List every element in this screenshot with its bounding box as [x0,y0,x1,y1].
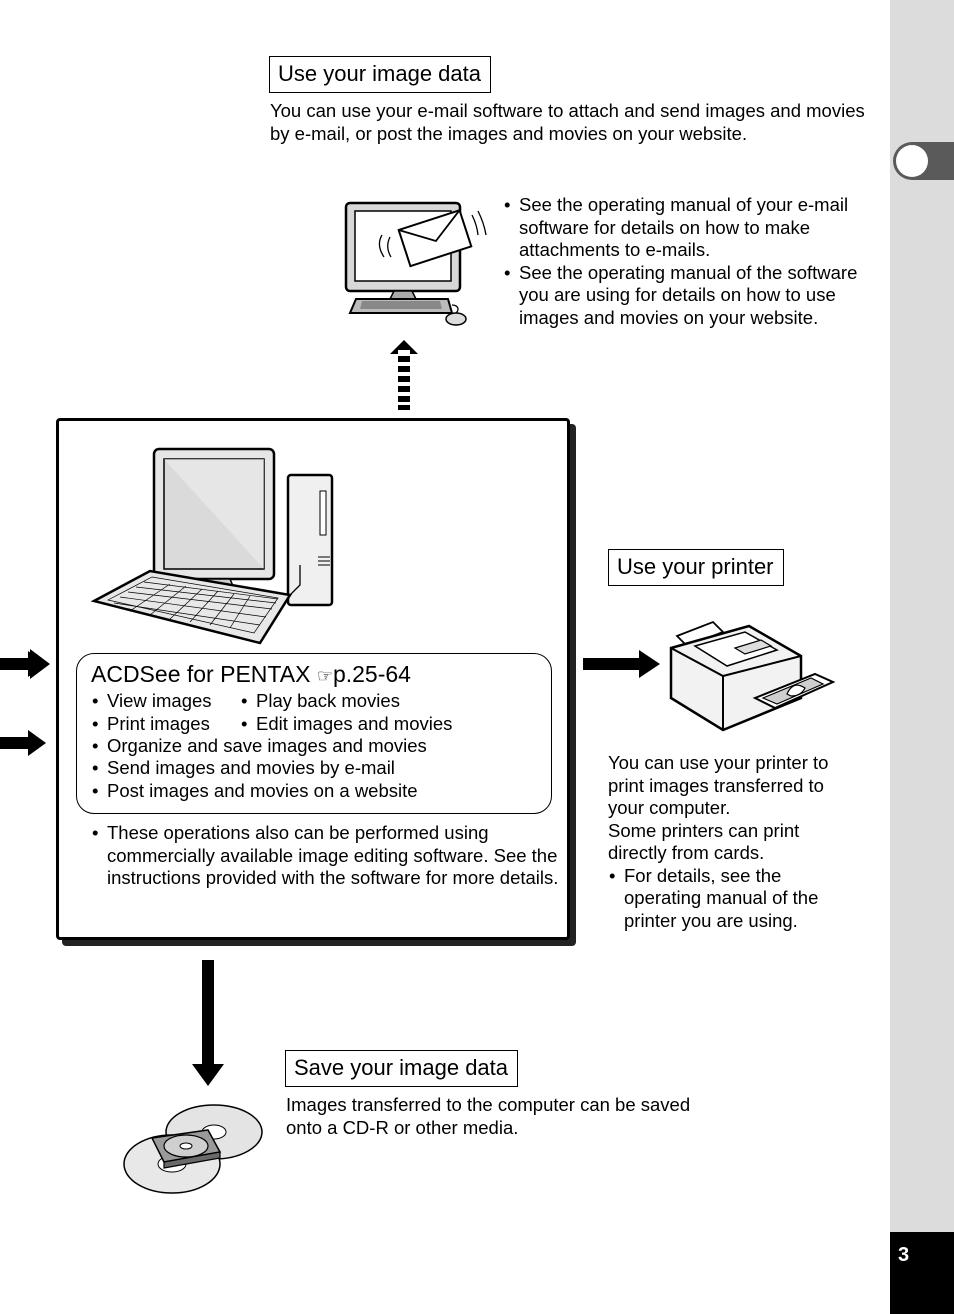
feature-item: Organize and save images and movies [91,735,427,758]
printer-note-item: For details, see the operating manual of… [608,865,858,933]
save-section-heading: Save your image data [285,1050,519,1087]
printer-illustration [669,620,836,732]
printer-description: You can use your printer to print images… [608,752,858,932]
printer-description-2: Some printers can print directly from ca… [608,819,800,864]
incoming-arrow-icon [0,649,50,679]
acdsee-feature-box [76,653,552,814]
chapter-marker [893,142,954,180]
software-title: ACDSee for PENTAX [91,661,311,687]
email-section-description: You can use your e-mail software to atta… [270,100,865,144]
feature-item: Send images and movies by e-mail [91,757,395,780]
save-section-description: Images transferred to the computer can b… [286,1094,691,1138]
acdsee-title: ACDSee for PENTAX ☞p.25-64 [91,661,411,688]
email-note-item: See the operating manual of your e-mail … [503,194,873,262]
incoming-arrow-icon [0,730,46,756]
printer-section-heading: Use your printer [608,549,784,586]
chapter-side-tab [890,0,954,1314]
page-number: 3 [890,1232,954,1314]
software-note: These operations also can be performed u… [91,822,561,890]
feature-item: Play back movies [240,690,400,713]
page-reference: p.25-64 [332,661,411,687]
printer-description-1: You can use your printer to print images… [608,752,829,818]
cd-discs-illustration [123,1104,263,1194]
software-note-item: These operations also can be performed u… [91,822,561,890]
down-arrow-icon [192,960,224,1086]
pointing-hand-icon: ☞ [316,666,333,686]
feature-item: Edit images and movies [240,713,452,736]
right-arrow-icon [583,650,660,678]
email-monitor-illustration [344,201,487,326]
desktop-computer-illustration [90,447,334,645]
feature-item: View images [91,690,212,713]
dashed-up-arrow-icon [390,340,418,410]
feature-item: Post images and movies on a website [91,780,418,803]
email-note-item: See the operating manual of the software… [503,262,873,330]
email-notes: See the operating manual of your e-mail … [503,194,873,329]
feature-item: Print images [91,713,210,736]
email-section-heading: Use your image data [269,56,491,93]
